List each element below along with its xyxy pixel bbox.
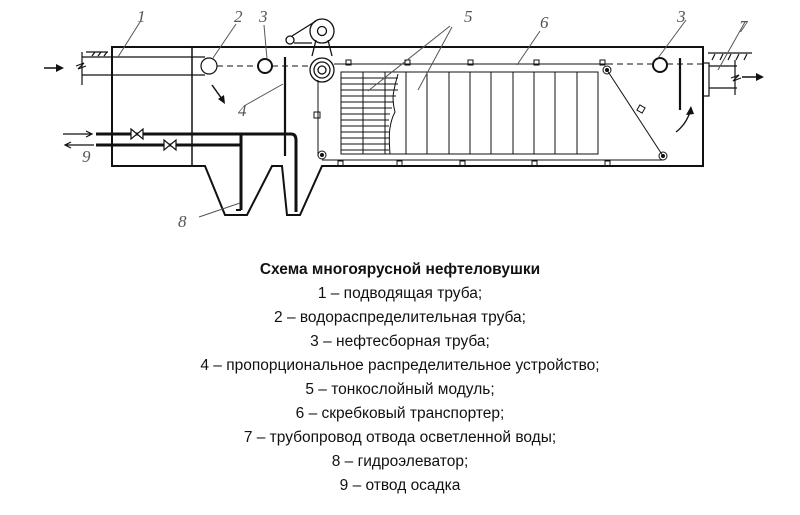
caption-item: 1 – подводящая труба; <box>317 285 483 302</box>
valves <box>130 127 177 152</box>
label-5: 5 <box>464 7 473 26</box>
scraper-drive <box>285 18 335 83</box>
label-9: 9 <box>82 147 91 166</box>
caption-item: 9 – отвод осадка <box>339 477 461 494</box>
label-4: 4 <box>238 101 247 120</box>
caption-item: 4 – пропорциональное распределительное у… <box>200 357 600 374</box>
caption-item: 3 – нефтесборная труба; <box>310 333 490 350</box>
label-3: 3 <box>258 7 268 26</box>
label-3-right: 3 <box>676 7 686 26</box>
oil-collection-pipe-right <box>652 57 668 73</box>
oil-trap-diagram: 1 2 3 4 5 6 3 7 8 9 <box>44 7 764 231</box>
caption-item: 6 – скребковый транспортер; <box>295 405 505 422</box>
tank-outline <box>111 46 704 216</box>
label-2: 2 <box>234 7 243 26</box>
inlet-pipe <box>75 51 205 85</box>
caption: Схема многоярусной нефтеловушки 1 – подв… <box>0 258 800 498</box>
caption-title: Схема многоярусной нефтеловушки <box>259 261 541 278</box>
caption-item: 7 – трубопровод отвода осветленной воды; <box>243 429 557 446</box>
label-8: 8 <box>178 212 187 231</box>
outlet-pipe <box>702 52 752 97</box>
label-6: 6 <box>540 13 549 32</box>
caption-item: 8 – гидроэлеватор; <box>331 453 469 470</box>
label-1: 1 <box>137 7 146 26</box>
distribution-pipe <box>200 57 218 75</box>
sludge-pipes <box>96 132 298 212</box>
thin-layer-module <box>340 71 599 155</box>
label-7: 7 <box>739 17 749 36</box>
oil-collection-pipe <box>257 58 273 74</box>
caption-item: 5 – тонкослойный модуль; <box>305 381 495 398</box>
caption-item: 2 – водораспределительная труба; <box>274 309 526 326</box>
scraper-conveyor <box>313 59 668 167</box>
